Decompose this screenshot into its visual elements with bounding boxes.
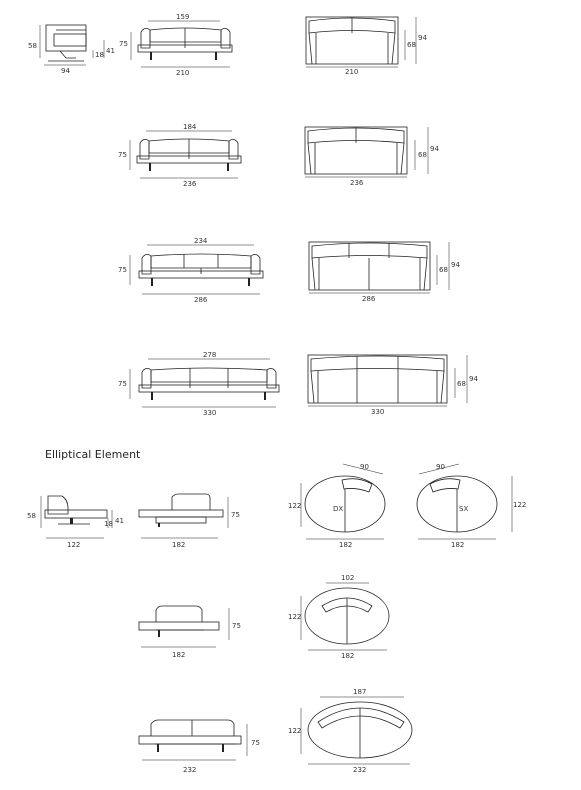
- row1-top-width: 210: [345, 68, 358, 76]
- row1-side-view: [39, 24, 105, 66]
- row4-front-seat-width: 278: [203, 351, 216, 359]
- ellip3-top-view: [300, 696, 413, 765]
- row4-top-depth-inner: 68: [457, 380, 466, 388]
- ellip3-front-view: [138, 719, 248, 761]
- row4-front-width: 330: [203, 409, 216, 417]
- ellip1-side-height: 58: [27, 512, 36, 520]
- row3-front-view: [129, 244, 264, 295]
- row4-front-view: [129, 358, 280, 408]
- row2-front-height: 75: [118, 151, 127, 159]
- ellip1-sx-width: 182: [451, 541, 464, 549]
- row2-front-width: 236: [183, 180, 197, 188]
- row1-side-leg: 18: [95, 51, 104, 59]
- ellip1-front-view: [138, 493, 229, 539]
- row2-top-view: [304, 126, 429, 178]
- row2-front-seat-width: 184: [183, 123, 197, 131]
- ellip2-front-width: 182: [172, 651, 185, 659]
- ellip3-top-depth: 122: [288, 727, 301, 735]
- row1-front-view: [130, 20, 233, 68]
- row1-side-height: 58: [28, 42, 37, 50]
- ellip1-front-width: 182: [172, 541, 185, 549]
- row2-front-view: [129, 130, 242, 179]
- ellip1-dx-depth: 122: [288, 502, 301, 510]
- ellip1-top-sx: [416, 463, 513, 540]
- row2-top-depth-inner: 68: [418, 151, 427, 159]
- ellip3-top-width: 232: [353, 766, 366, 774]
- row4-top-width: 330: [371, 408, 384, 416]
- ellip1-sx-arc: 90: [436, 463, 445, 471]
- ellip1-sx-label: SX: [459, 505, 468, 513]
- ellip3-front-width: 232: [183, 766, 196, 774]
- ellip2-top-arc: 102: [341, 574, 354, 582]
- row1-side-seat: 41: [106, 47, 115, 55]
- ellip1-side-leg: 18: [104, 520, 113, 528]
- row1-top-view: [305, 16, 417, 68]
- section-heading-elliptical: Elliptical Element: [45, 448, 141, 461]
- ellip3-front-height: 75: [251, 739, 260, 747]
- row1-top-depth-inner: 68: [407, 41, 416, 49]
- row3-front-width: 286: [194, 296, 208, 304]
- row1-front-height: 75: [119, 40, 128, 48]
- ellip1-dx-arc: 90: [360, 463, 369, 471]
- row1-front-seat-width: 159: [176, 13, 189, 21]
- row2-top-width: 236: [350, 179, 364, 187]
- row4-top-view: [307, 354, 468, 407]
- ellip1-dx-label: DX: [333, 505, 343, 513]
- row3-top-depth-inner: 68: [439, 266, 448, 274]
- ellip1-sx-depth: 122: [513, 501, 526, 509]
- ellip1-front-height: 75: [231, 511, 240, 519]
- ellip1-side-width: 122: [67, 541, 80, 549]
- row3-front-seat-width: 234: [194, 237, 208, 245]
- row2-top-depth: 94: [430, 145, 439, 153]
- ellip2-top-width: 182: [341, 652, 354, 660]
- ellip2-front-height: 75: [232, 622, 241, 630]
- ellip1-dx-width: 182: [339, 541, 352, 549]
- row1-front-width: 210: [176, 69, 189, 77]
- row4-front-height: 75: [118, 380, 127, 388]
- ellip3-top-arc: 187: [353, 688, 366, 696]
- row3-front-height: 75: [118, 266, 127, 274]
- ellip1-side-seat: 41: [115, 517, 124, 525]
- row3-top-width: 286: [362, 295, 376, 303]
- ellip2-front-view: [138, 605, 230, 648]
- ellip1-side-view: [40, 495, 113, 539]
- ellip2-top-view: [300, 582, 390, 651]
- row3-top-view: [308, 241, 450, 294]
- ellip2-top-depth: 122: [288, 613, 301, 621]
- row3-top-depth: 94: [451, 261, 460, 269]
- row1-top-depth: 94: [418, 34, 427, 42]
- row4-top-depth: 94: [469, 375, 478, 383]
- row1-side-width: 94: [61, 67, 70, 75]
- ellip1-top-dx: [300, 463, 386, 540]
